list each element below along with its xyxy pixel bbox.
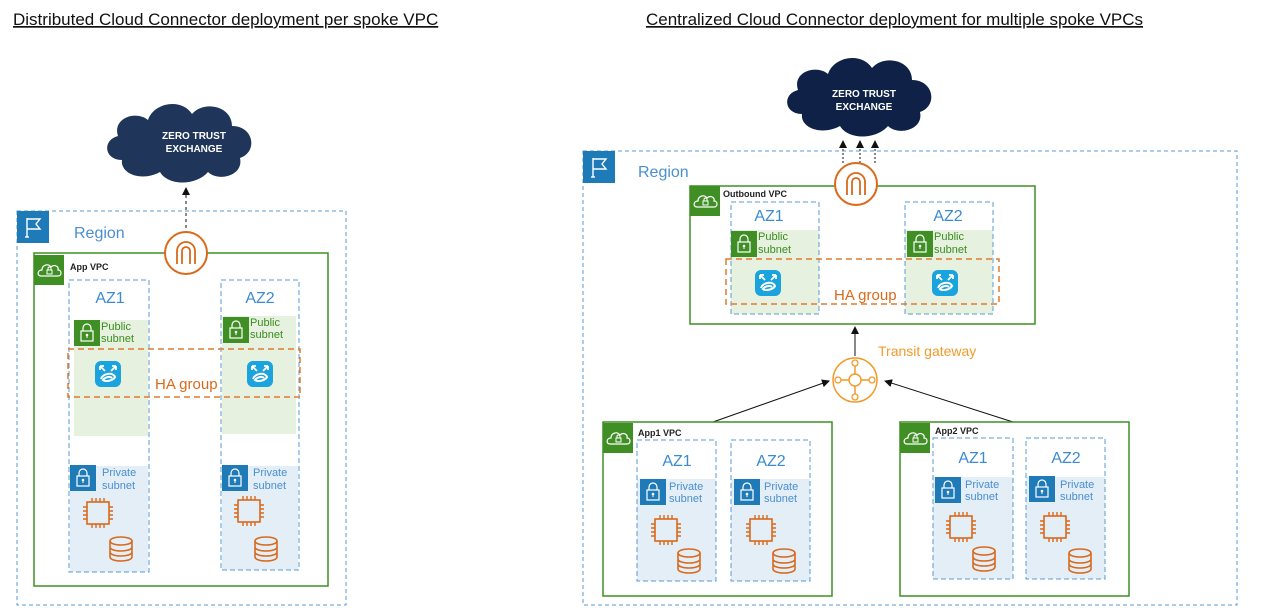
app1-az1-box — [636, 439, 717, 582]
left-title: Distributed Cloud Connector deployment p… — [13, 10, 438, 29]
left-region-box — [16, 210, 347, 606]
public-subnet-label: subnet — [758, 244, 791, 256]
right-zero-trust-cloud: ZERO TRUST EXCHANGE — [787, 57, 932, 137]
app1-az1-label: AZ1 — [662, 453, 691, 470]
vpc-cloud-lock-icon — [899, 422, 931, 454]
public-subnet-lock-icon — [730, 230, 758, 258]
vpc-cloud-lock-icon — [689, 185, 721, 217]
app2-az1-label: AZ1 — [958, 450, 987, 467]
app1-az2-label: AZ2 — [756, 453, 785, 470]
cloud-connector-icon — [754, 269, 782, 297]
right-region-box — [582, 150, 1238, 606]
left-az2-label: AZ2 — [245, 290, 274, 307]
vpc-cloud-lock-icon — [33, 254, 65, 286]
cloud-line2: EXCHANGE — [166, 144, 223, 155]
cloud-line2: EXCHANGE — [836, 102, 893, 113]
public-subnet-label: subnet — [934, 244, 967, 256]
private-subnet-label: Private — [669, 481, 703, 493]
app2-az1-box — [932, 437, 1014, 580]
cloud-line1: ZERO TRUST — [162, 131, 226, 142]
right-igw-to-cloud-arrows — [839, 140, 879, 163]
left-ha-label: HA group — [155, 376, 218, 393]
right-ha-group-box — [725, 258, 1000, 305]
public-subnet-label: Public — [101, 321, 131, 333]
outbound-az1-box — [730, 201, 820, 315]
private-subnet-label: Private — [764, 481, 798, 493]
left-ha-group-box — [67, 348, 301, 398]
private-subnet-lock-icon — [733, 478, 761, 506]
public-subnet-label: subnet — [250, 329, 283, 341]
app2-vpc-box — [899, 421, 1130, 597]
public-subnet-lock-icon — [222, 316, 250, 344]
left-zero-trust-cloud: ZERO TRUST EXCHANGE — [107, 103, 252, 183]
outbound-az2-label: AZ2 — [933, 208, 962, 225]
private-subnet-label: Private — [102, 467, 136, 479]
app2-to-tgw-arrow — [884, 379, 1014, 423]
region-flag-icon — [582, 150, 616, 184]
right-title: Centralized Cloud Connector deployment f… — [646, 10, 1143, 29]
app2-az2-label: AZ2 — [1051, 450, 1080, 467]
right-ha-label: HA group — [834, 287, 897, 304]
public-subnet-label: Public — [934, 231, 964, 243]
private-subnet-lock-icon — [639, 478, 667, 506]
private-subnet-lock-icon — [69, 464, 97, 492]
private-subnet-lock-icon — [934, 476, 962, 504]
outbound-vpc-label: Outbound VPC — [723, 189, 787, 199]
private-subnet-label: subnet — [253, 480, 286, 492]
public-subnet-label: subnet — [101, 333, 134, 345]
public-subnet-label: Public — [250, 317, 280, 329]
left-az1-label: AZ1 — [95, 290, 124, 307]
cloud-connector-icon — [931, 269, 959, 297]
public-subnet-lock-icon — [906, 230, 934, 258]
cloud-connector-icon — [94, 360, 122, 388]
transit-gateway-icon — [832, 357, 878, 403]
app2-vpc-label: App2 VPC — [935, 426, 979, 436]
internet-gateway-icon — [164, 231, 208, 275]
private-subnet-label: Private — [965, 479, 999, 491]
public-subnet-label: Public — [758, 231, 788, 243]
private-subnet-lock-icon — [221, 464, 249, 492]
region-flag-icon — [16, 210, 50, 244]
left-vpc-label: App VPC — [70, 262, 109, 272]
cloud-line1: ZERO TRUST — [832, 89, 896, 100]
transit-gateway-label: Transit gateway — [878, 343, 976, 359]
private-subnet-label: subnet — [102, 480, 135, 492]
private-subnet-label: subnet — [1060, 491, 1093, 503]
app2-az2-box — [1025, 437, 1106, 580]
app1-vpc-box — [602, 421, 833, 597]
app1-vpc-label: App1 VPC — [638, 428, 682, 438]
left-region-label: Region — [74, 225, 125, 242]
private-subnet-label: Private — [253, 467, 287, 479]
cloud-connector-icon — [246, 360, 274, 388]
private-subnet-label: subnet — [965, 491, 998, 503]
private-subnet-label: subnet — [669, 493, 702, 505]
private-subnet-label: Private — [1060, 479, 1094, 491]
outbound-az2-box — [904, 201, 994, 315]
app1-az2-box — [730, 439, 811, 582]
left-az1-box — [68, 279, 150, 573]
right-region-label: Region — [638, 164, 689, 181]
private-subnet-label: subnet — [764, 493, 797, 505]
vpc-cloud-lock-icon — [602, 422, 634, 454]
app1-to-tgw-arrow — [712, 379, 830, 423]
internet-gateway-icon — [834, 162, 878, 206]
public-subnet-lock-icon — [73, 319, 101, 347]
private-subnet-lock-icon — [1028, 475, 1056, 503]
outbound-az1-label: AZ1 — [754, 208, 783, 225]
